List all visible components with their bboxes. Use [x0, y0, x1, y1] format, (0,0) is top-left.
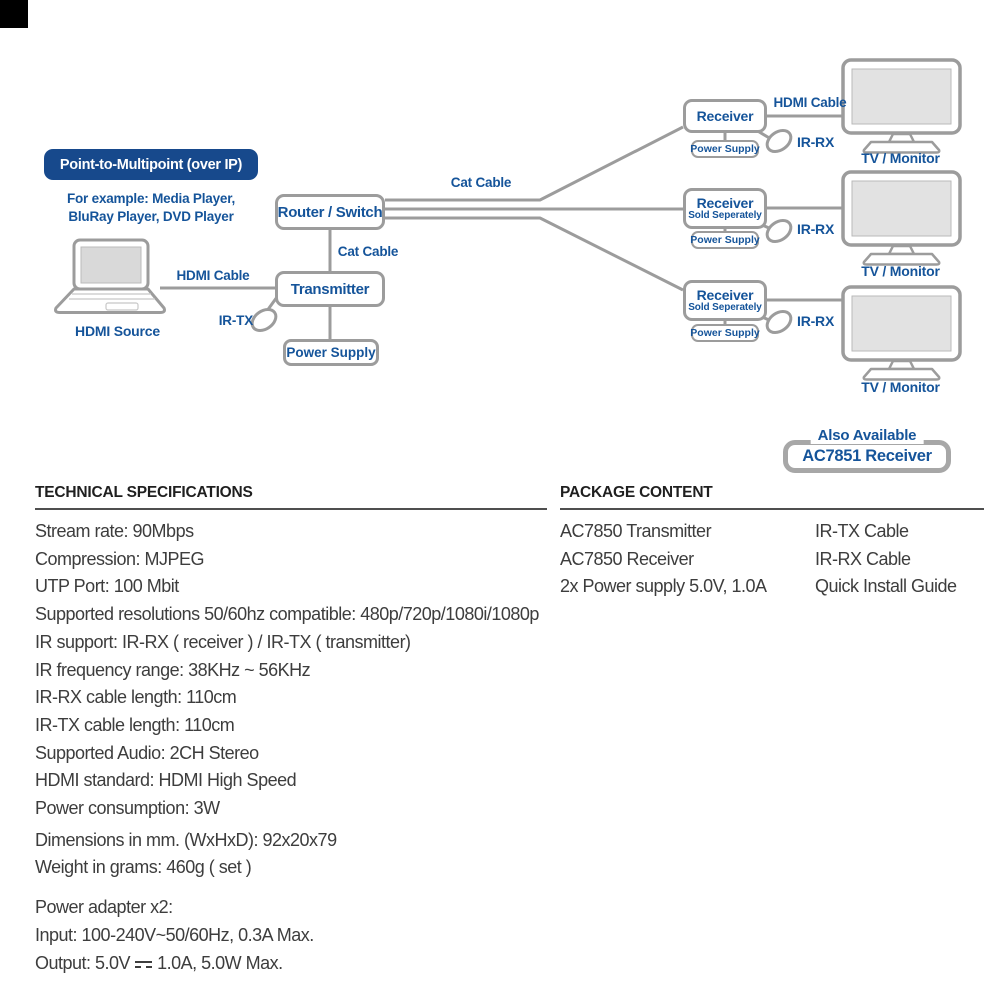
spec-line: UTP Port: 100 Mbit — [35, 576, 179, 597]
receiver-box-2: Receiver Sold Seperately — [683, 188, 767, 229]
spec-line: Supported resolutions 50/60hz compatible… — [35, 604, 539, 625]
cat-cable-label-top: Cat Cable — [450, 175, 512, 190]
ir-rx-icon — [765, 129, 793, 153]
package-item: Quick Install Guide — [815, 576, 957, 597]
hdmi-cable-label-right: HDMI Cable — [773, 95, 847, 110]
topology-diagram: Point-to-Multipoint (over IP) For exampl… — [0, 0, 1000, 480]
receiver-box-1: Receiver — [683, 99, 767, 133]
router-switch-box: Router / Switch — [275, 194, 385, 230]
spec-line: HDMI standard: HDMI High Speed — [35, 770, 297, 791]
tv-monitor-icon — [841, 285, 962, 381]
connector-lines-and-icons — [54, 58, 962, 381]
spec-line: Compression: MJPEG — [35, 548, 205, 569]
example-line-1: For example: Media Player, — [66, 191, 236, 206]
receiver-box-3: Receiver Sold Seperately — [683, 280, 767, 321]
spec-line: Stream rate: 90Mbps — [35, 521, 194, 541]
spec-line: IR-RX cable length: 110cm — [35, 687, 237, 708]
technical-specifications-heading: TECHNICAL SPECIFICATIONS — [35, 484, 547, 510]
dc-symbol-icon — [135, 959, 153, 970]
also-available-tag: Also Available — [810, 427, 924, 444]
tv-monitor-icon — [841, 170, 962, 266]
power-input-line: Input: 100-240V~50/60Hz, 0.3A Max. — [35, 924, 314, 945]
power-adapter-block: Power adapter x2: Input: 100-240V~50/60H… — [35, 894, 547, 977]
tv-monitor-label-3: TV / Monitor — [861, 379, 940, 395]
example-line-2: BluRay Player, DVD Player — [68, 208, 234, 224]
spec-line: IR support: IR-RX ( receiver ) / IR-TX (… — [35, 631, 411, 652]
package-item: 2x Power supply 5.0V, 1.0A — [560, 576, 767, 597]
spec-list: Stream rate: 90Mbps Compression: MJPEG U… — [35, 518, 547, 882]
ir-rx-label-2: IR-RX — [797, 221, 835, 237]
ir-rx-label-1: IR-RX — [797, 134, 835, 150]
spec-line: IR frequency range: 38KHz ~ 56KHz — [35, 659, 311, 680]
also-available-product: AC7851 Receiver — [783, 440, 951, 473]
tv-monitor-label-2: TV / Monitor — [861, 263, 940, 279]
transmitter-power-supply-box: Power Supply — [283, 339, 379, 366]
hdmi-source-label: HDMI Source — [75, 323, 160, 339]
transmitter-box: Transmitter — [275, 271, 385, 307]
hdmi-cable-label-left: HDMI Cable — [176, 268, 250, 283]
receiver-subtitle: Sold Seperately — [688, 210, 762, 221]
receiver-title: Receiver — [696, 287, 754, 303]
receiver-power-supply-box-3: Power Supply — [690, 324, 760, 342]
spec-line: Dimensions in mm. (WxHxD): 92x20x79 — [35, 829, 337, 850]
corner-mark — [0, 0, 28, 28]
package-list: AC7850 Transmitter IR-TX Cable AC7850 Re… — [560, 518, 984, 601]
power-output-prefix: Output: 5.0V — [35, 952, 131, 973]
package-content-section: PACKAGE CONTENT AC7850 Transmitter IR-TX… — [560, 484, 984, 601]
package-item: IR-RX Cable — [815, 548, 911, 569]
package-item: IR-TX Cable — [815, 521, 909, 541]
also-available-badge: Also Available AC7851 Receiver — [783, 427, 951, 474]
cat-cable-label-mid: Cat Cable — [337, 244, 399, 259]
package-content-heading: PACKAGE CONTENT — [560, 484, 984, 510]
package-item: AC7850 Receiver — [560, 548, 694, 569]
laptop-icon — [54, 238, 166, 314]
spec-line: IR-TX cable length: 110cm — [35, 714, 235, 735]
ir-tx-icon — [250, 308, 278, 332]
source-example-text: For example: Media Player, BluRay Player… — [30, 190, 272, 225]
diagram-title-badge: Point-to-Multipoint (over IP) — [44, 149, 258, 180]
receiver-subtitle: Sold Seperately — [688, 302, 762, 313]
spec-line: Supported Audio: 2CH Stereo — [35, 742, 259, 763]
receiver-power-supply-box-2: Power Supply — [690, 231, 760, 249]
technical-specifications-section: TECHNICAL SPECIFICATIONS Stream rate: 90… — [35, 484, 547, 977]
power-output-line: Output: 5.0V 1.0A, 5.0W Max. — [35, 950, 547, 978]
power-output-suffix: 1.0A, 5.0W Max. — [157, 952, 283, 973]
receiver-title: Receiver — [696, 108, 754, 124]
tv-monitor-icon — [841, 58, 962, 154]
spec-line: Power consumption: 3W — [35, 798, 220, 819]
ir-rx-label-3: IR-RX — [797, 313, 835, 329]
spec-line: Weight in grams: 460g ( set ) — [35, 857, 252, 878]
package-item: AC7850 Transmitter — [560, 521, 712, 541]
receiver-title: Receiver — [696, 195, 754, 211]
ir-tx-label: IR-TX — [218, 313, 253, 328]
tv-monitor-label-1: TV / Monitor — [861, 150, 940, 166]
receiver-power-supply-box-1: Power Supply — [690, 140, 760, 158]
ir-rx-icon — [765, 219, 793, 243]
ir-rx-icon — [765, 310, 793, 334]
power-adapter-line: Power adapter x2: — [35, 897, 173, 918]
